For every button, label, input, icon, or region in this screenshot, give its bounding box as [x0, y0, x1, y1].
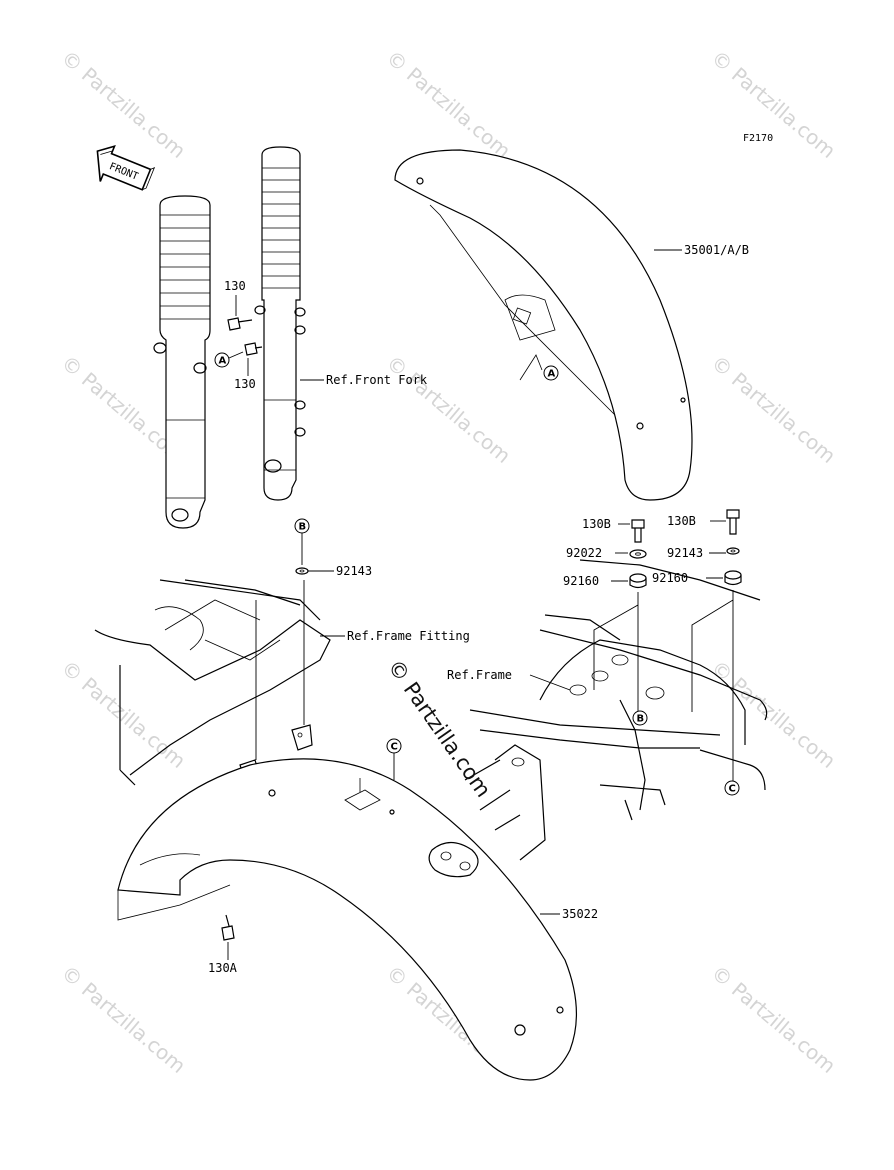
svg-text:A: A	[219, 356, 227, 367]
watermark: © Partzilla.com	[382, 45, 516, 163]
svg-text:B: B	[637, 714, 645, 725]
svg-text:C: C	[391, 742, 398, 753]
watermark: © Partzilla.com	[707, 350, 841, 468]
label-ref-front-fork: Ref.Front Fork	[326, 373, 428, 387]
watermark: © Partzilla.com	[382, 350, 516, 468]
watermark: © Partzilla.com	[57, 655, 191, 773]
leader-ref-frame	[529, 674, 571, 691]
label-130-bottom: 130	[234, 377, 256, 391]
label-130b-right: 130B	[667, 514, 696, 528]
rear-fender	[117, 758, 577, 1081]
watermark: © Partzilla.com	[57, 45, 191, 163]
front-fork-left	[153, 195, 211, 529]
grommet-92160-right	[724, 570, 742, 586]
bolt-130-bottom	[244, 342, 263, 356]
label-35001: 35001/A/B	[684, 243, 749, 257]
watermark: © Partzilla.com	[707, 655, 841, 773]
frame-fitting	[94, 579, 331, 786]
marker-b-frame: B	[632, 710, 648, 726]
bolt-130a	[221, 914, 235, 941]
svg-text:B: B	[299, 522, 307, 533]
svg-text:A: A	[548, 369, 556, 380]
front-fender	[394, 149, 693, 501]
washer-92143-right	[726, 547, 740, 555]
rear-frame	[464, 559, 768, 861]
stud-line-left	[255, 580, 305, 760]
washer-92143-left	[295, 567, 309, 575]
bolt-130-top	[227, 317, 253, 331]
label-130-top: 130	[224, 279, 246, 293]
label-ref-frame: Ref.Frame	[447, 668, 512, 682]
watermark: © Partzilla.com	[707, 960, 841, 1078]
stud-line-b-frame	[593, 592, 639, 711]
label-130a: 130A	[208, 961, 238, 975]
svg-text:C: C	[729, 784, 736, 795]
marker-a-fender: A	[519, 354, 559, 381]
label-92022: 92022	[566, 546, 602, 560]
bolt-130b-left	[631, 519, 645, 543]
grommet-92160-left	[629, 573, 647, 589]
watermark: © Partzilla.com	[57, 960, 191, 1078]
label-ref-frame-fitting: Ref.Frame Fitting	[347, 629, 470, 643]
marker-a-fork: A	[214, 351, 244, 368]
figure-code: F2170	[743, 133, 773, 144]
label-92143-right: 92143	[667, 546, 703, 560]
washer-92022	[629, 549, 647, 559]
front-fork-right	[254, 146, 306, 501]
label-130b-left: 130B	[582, 517, 611, 531]
label-92143-left: 92143	[336, 564, 372, 578]
bolt-130b-right	[726, 509, 740, 535]
label-92160-left: 92160	[563, 574, 599, 588]
watermark: © Partzilla.com	[707, 45, 841, 163]
label-92160-right: 92160	[652, 571, 688, 585]
front-arrow: FRONT	[96, 144, 156, 191]
marker-c-fender: C	[386, 738, 402, 754]
label-35022: 35022	[562, 907, 598, 921]
marker-b-top: B	[294, 518, 310, 534]
marker-c-frame: C	[724, 780, 740, 796]
stud-line-c-frame	[691, 590, 734, 781]
